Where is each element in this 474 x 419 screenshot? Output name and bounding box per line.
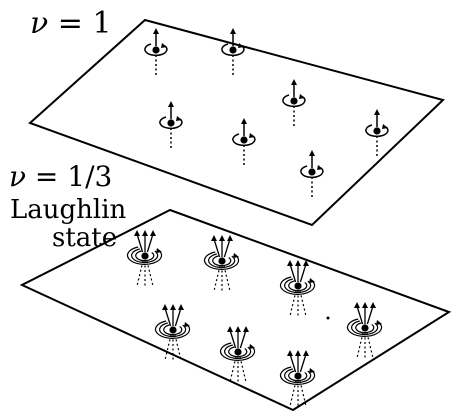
electron-with-three-flux-icon xyxy=(346,302,383,359)
filling-value-third: = 1/3 xyxy=(26,160,113,193)
top-plane xyxy=(28,18,445,227)
electron-with-one-flux-icon xyxy=(144,28,168,76)
electron-with-three-flux-icon xyxy=(219,326,256,383)
nu-symbol: ν xyxy=(9,160,27,193)
electron-with-one-flux-icon xyxy=(232,118,256,166)
electron-with-one-flux-icon xyxy=(282,79,306,127)
top-particles xyxy=(144,28,389,198)
electron-with-one-flux-icon xyxy=(300,150,324,198)
state-label: state xyxy=(52,223,118,253)
electron-with-three-flux-icon xyxy=(203,235,240,292)
filling-factor-third-label: ν = 1/3 xyxy=(9,160,112,193)
bottom-particles xyxy=(126,230,383,407)
electron-with-one-flux-icon xyxy=(221,28,245,76)
laughlin-label: Laughlin xyxy=(10,195,127,225)
stray-dot xyxy=(326,316,330,320)
electron-with-three-flux-icon xyxy=(126,230,163,287)
electron-with-three-flux-icon xyxy=(154,304,191,361)
filling-factor-one-label: ν = 1 xyxy=(30,6,112,41)
electron-with-three-flux-icon xyxy=(279,260,316,317)
filling-value-one: = 1 xyxy=(48,6,112,41)
nu-symbol: ν xyxy=(30,6,49,41)
electron-with-one-flux-icon xyxy=(159,101,183,149)
electron-with-three-flux-icon xyxy=(279,350,316,407)
electron-with-one-flux-icon xyxy=(365,109,389,157)
bottom-plane xyxy=(19,208,452,412)
